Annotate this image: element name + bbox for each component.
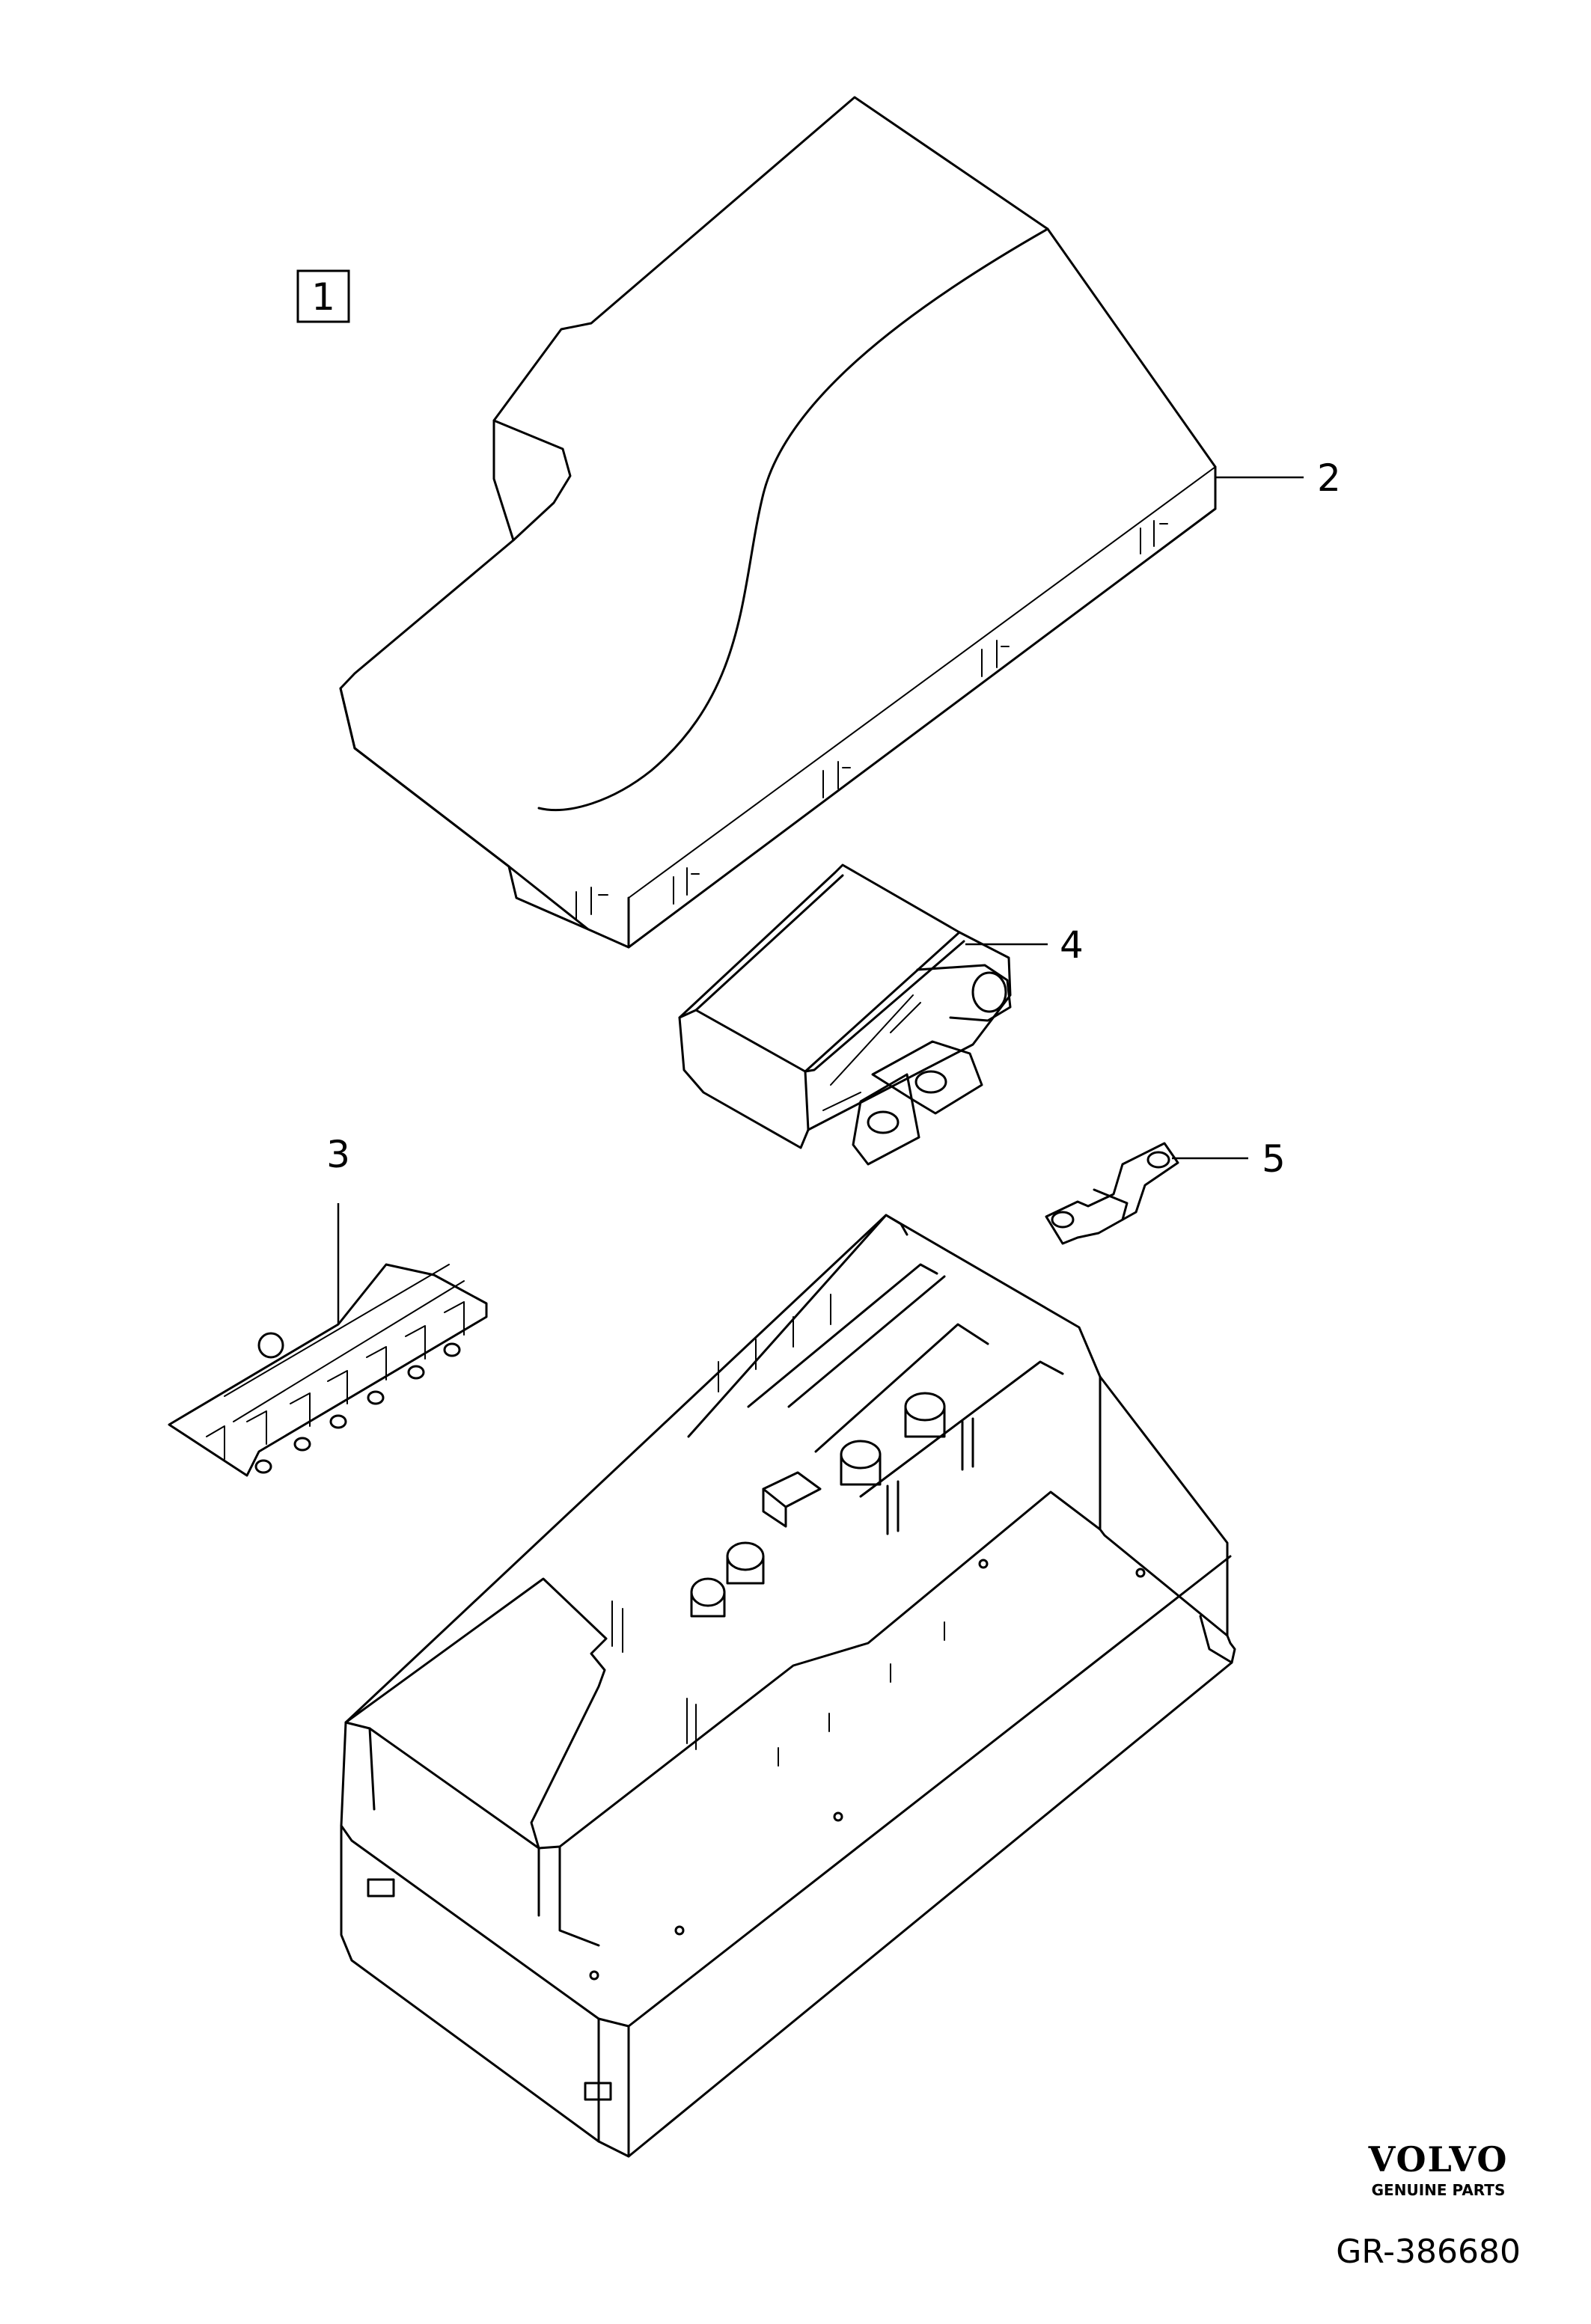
relay (678, 863, 1012, 1166)
group-marker-label: 1 (311, 275, 335, 319)
brand-block: VOLVO GENUINE PARTS GR-386680 (1336, 2139, 1521, 2271)
diagram-reference: GR-386680 (1336, 2233, 1521, 2271)
fuse-box-housing (340, 1214, 1236, 2158)
brand-name: VOLVO (1368, 2139, 1509, 2180)
fuse-box-cover (339, 96, 1217, 949)
group-marker: 1 (296, 269, 350, 323)
fuse-strip (168, 1263, 488, 1477)
brand-subtitle: GENUINE PARTS (1372, 2181, 1506, 2199)
strip-fuse (1045, 1142, 1179, 1245)
callout-2: 2 (1317, 456, 1341, 500)
callout-5: 3 (326, 1133, 350, 1176)
callout-3: 4 (1060, 923, 1084, 967)
callout-4: 5 (1262, 1137, 1286, 1181)
